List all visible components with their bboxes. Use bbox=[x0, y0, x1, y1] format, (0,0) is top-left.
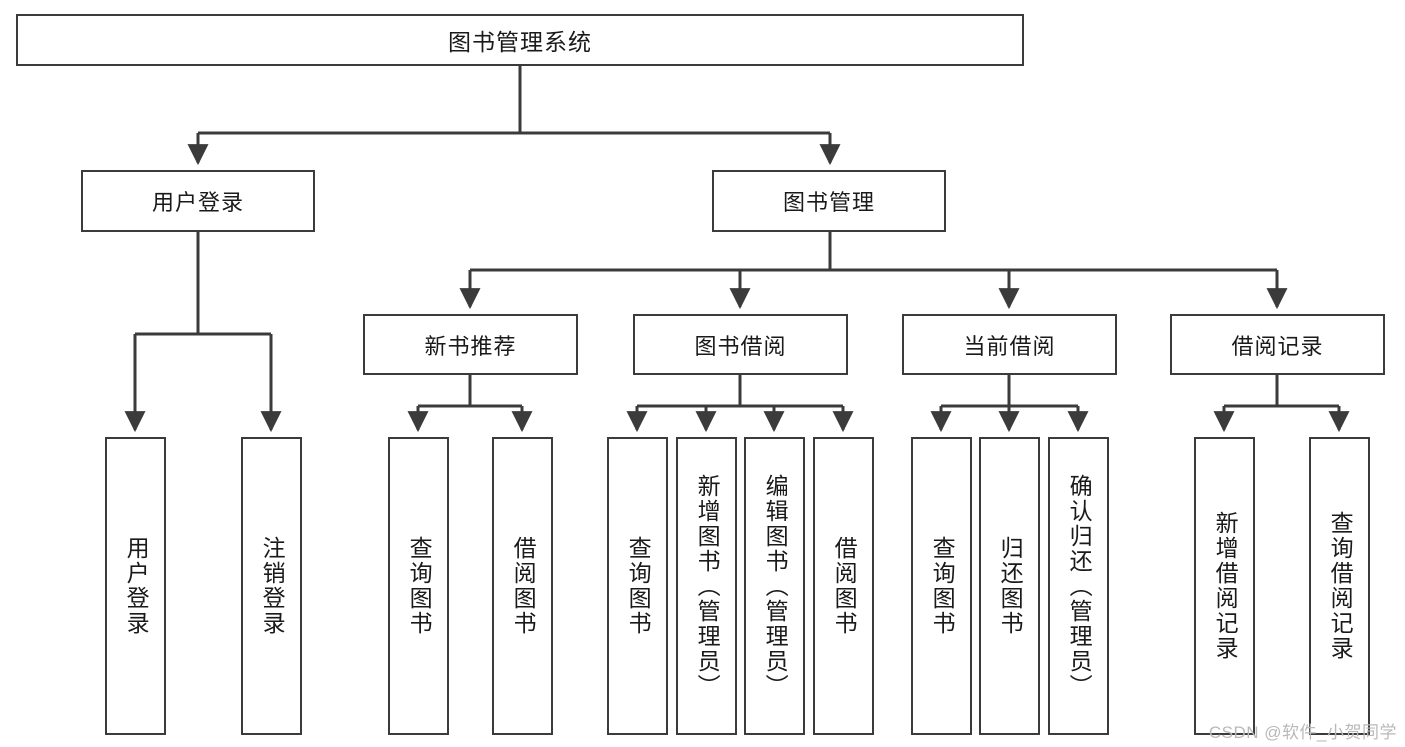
node-leaf-label: 用户登录 bbox=[123, 536, 150, 636]
node-borrow-record[interactable]: 借阅记录 bbox=[1170, 314, 1385, 375]
node-leaf-add-borrow-record[interactable]: 新增借阅记录 bbox=[1194, 437, 1255, 735]
node-leaf-label: 编辑图书（管理员） bbox=[762, 473, 789, 699]
node-leaf-query-book-newbook[interactable]: 查询图书 bbox=[388, 437, 449, 735]
node-leaf-query-book-current[interactable]: 查询图书 bbox=[911, 437, 972, 735]
node-leaf-query-borrow-record[interactable]: 查询借阅记录 bbox=[1309, 437, 1370, 735]
node-leaf-edit-book-admin[interactable]: 编辑图书（管理员） bbox=[744, 437, 805, 735]
node-leaf-label: 新增借阅记录 bbox=[1212, 511, 1239, 661]
node-book-borrow[interactable]: 图书借阅 bbox=[633, 314, 848, 375]
node-current-borrow[interactable]: 当前借阅 bbox=[902, 314, 1117, 375]
node-leaf-add-book-admin[interactable]: 新增图书（管理员） bbox=[676, 437, 737, 735]
node-leaf-user-logout[interactable]: 注销登录 bbox=[241, 437, 302, 735]
node-leaf-label: 确认归还（管理员） bbox=[1066, 473, 1093, 699]
csdn-watermark: CSDN @软件_小贺同学 bbox=[1208, 723, 1397, 742]
node-leaf-label: 查询图书 bbox=[625, 536, 652, 636]
node-leaf-label: 查询借阅记录 bbox=[1327, 511, 1354, 661]
node-leaf-query-book-borrow[interactable]: 查询图书 bbox=[607, 437, 668, 735]
node-book-management[interactable]: 图书管理 bbox=[712, 170, 946, 232]
node-leaf-label: 借阅图书 bbox=[831, 536, 858, 636]
node-leaf-label: 查询图书 bbox=[929, 536, 956, 636]
node-leaf-borrow-book-newbook[interactable]: 借阅图书 bbox=[492, 437, 553, 735]
node-leaf-label: 借阅图书 bbox=[510, 536, 537, 636]
node-leaf-user-login[interactable]: 用户登录 bbox=[105, 437, 166, 735]
node-leaf-label: 新增图书（管理员） bbox=[694, 473, 721, 699]
node-leaf-label: 归还图书 bbox=[997, 536, 1024, 636]
node-user-login[interactable]: 用户登录 bbox=[81, 170, 315, 232]
node-new-book-recommend[interactable]: 新书推荐 bbox=[363, 314, 578, 375]
node-leaf-label: 查询图书 bbox=[406, 536, 433, 636]
node-root-system[interactable]: 图书管理系统 bbox=[16, 14, 1024, 66]
node-leaf-borrow-book-borrow[interactable]: 借阅图书 bbox=[813, 437, 874, 735]
node-leaf-return-book[interactable]: 归还图书 bbox=[979, 437, 1040, 735]
node-leaf-label: 注销登录 bbox=[259, 536, 286, 636]
node-leaf-confirm-return-admin[interactable]: 确认归还（管理员） bbox=[1048, 437, 1109, 735]
